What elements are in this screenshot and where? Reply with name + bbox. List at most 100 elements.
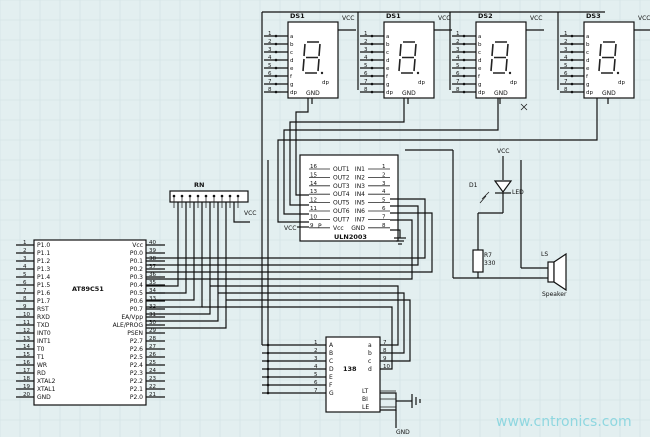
display-pin-number: 5: [564, 63, 568, 69]
decoder-input-label: F: [329, 382, 333, 389]
decoder-body: [325, 336, 381, 413]
display-dp-label: dp: [418, 80, 425, 86]
decoder-pin-number: 5: [314, 372, 318, 378]
mcu-pin-label: P2.6: [130, 346, 143, 353]
display-pin-label: a: [586, 34, 589, 40]
driver-pin-number: 15: [310, 172, 317, 178]
led-circuit: VCC D1 LED R7 330 LS Speaker: [405, 148, 567, 298]
driver-pin-number: 6: [382, 206, 386, 212]
display-pin-label: d: [290, 58, 294, 64]
driver-pin-label: OUT6: [333, 208, 350, 215]
display-pin-dot: [462, 42, 466, 46]
mcu-pin-number: 14: [23, 344, 30, 350]
led-vcc-label: VCC: [497, 148, 509, 155]
display-pin-label: c: [586, 50, 589, 56]
display-pin-number: 6: [456, 71, 460, 77]
led-label: LED: [512, 189, 524, 196]
driver-pin-label: IN1: [355, 166, 365, 173]
resistor-network-body: [169, 190, 249, 203]
display-pin-dot: [570, 42, 574, 46]
display-label: DS3: [586, 12, 601, 20]
led-ref: D1: [469, 182, 478, 189]
mcu-pin-label: P2.7: [130, 338, 143, 345]
mcu-pin-number: 9: [23, 304, 27, 310]
mcu-pin-label: RST: [37, 306, 49, 313]
display-pin-dot: [570, 74, 574, 78]
driver-pin-label: Vcc: [333, 225, 344, 232]
mcu-pin-number: 37: [149, 264, 156, 270]
display-gnd-label: GND: [494, 90, 508, 97]
mcu-pin-label: P1.7: [37, 298, 50, 305]
mcu-pin-number: 2: [23, 248, 27, 254]
mcu-pin-label: Vcc: [132, 242, 143, 249]
display-gnd-label: GND: [402, 90, 416, 97]
display-pin-label: f: [290, 74, 293, 80]
display-vcc-label: VCC: [530, 15, 542, 22]
display-dp-label: dp: [322, 80, 329, 86]
decoder-output-label: b: [368, 350, 372, 357]
decoder-gnd-label: GND: [396, 429, 410, 436]
display-pin-number: 2: [564, 39, 568, 45]
display-pin-dot: [274, 74, 278, 78]
seven-segment-icon: [490, 41, 509, 74]
seven-segment-icon: [398, 41, 417, 74]
display-gnd-label: GND: [306, 90, 320, 97]
display-pin-label: a: [290, 34, 293, 40]
mcu-pin-label: GND: [37, 394, 51, 401]
driver-pin-number: 1: [382, 164, 386, 170]
display-pin-number: 1: [564, 31, 568, 37]
display-pin-label: e: [586, 66, 590, 72]
display-vcc-label: VCC: [342, 15, 354, 22]
driver-pin-number: 16: [310, 164, 317, 170]
display-pin-label: g: [386, 82, 390, 88]
driver-pin-label: IN4: [355, 191, 365, 198]
decoder-pin-number: 9: [383, 356, 387, 362]
resistor-network: RN VCC: [169, 181, 256, 217]
mcu-pin-number: 28: [149, 336, 156, 342]
display-pin-number: 5: [268, 63, 272, 69]
display-pin-label: e: [290, 66, 294, 72]
mcu-pin-label: INT0: [37, 330, 51, 337]
driver-pin-number: 4: [382, 189, 386, 195]
mcu-pin-label: P0.5: [130, 290, 143, 297]
decoder-output-label: a: [368, 342, 372, 349]
mcu-pin-number: 20: [23, 392, 30, 398]
display-pin-number: 6: [268, 71, 272, 77]
mcu-pin-label: RD: [37, 370, 46, 377]
display-pin-label: e: [386, 66, 390, 72]
watermark: www.cntronics.com: [496, 414, 632, 430]
driver-pin-number: 8: [382, 223, 386, 229]
mcu-pin-number: 3: [23, 256, 27, 262]
display-pin-label: e: [478, 66, 482, 72]
display-pin-dot: [274, 66, 278, 70]
unconnected-mark-icon: [520, 103, 528, 111]
mcu-pin-number: 11: [23, 320, 30, 326]
driver-pin-number: 9: [310, 223, 314, 229]
resistor-r7: [472, 249, 484, 273]
mcu-pin-number: 22: [149, 384, 156, 390]
driver-pin-number: 2: [382, 172, 386, 178]
display-pin-number: 7: [456, 79, 460, 85]
driver-pin-label: OUT2: [333, 174, 350, 181]
decoder-pin-number: 4: [314, 364, 318, 370]
display-pin-dot: [570, 58, 574, 62]
resistor-network-dot: [172, 194, 176, 198]
display-pin-label: dp: [478, 90, 485, 96]
display-vcc-label: VCC: [438, 15, 450, 22]
display-pin-dot: [274, 90, 278, 94]
driver-pin-label: OUT4: [333, 191, 350, 198]
display-pin-number: 7: [364, 79, 368, 85]
display-pin-dot: [370, 82, 374, 86]
mcu-pin-number: 1: [23, 240, 27, 246]
display-pin-label: d: [386, 58, 390, 64]
decoder-ctrl-label: BI: [362, 396, 368, 403]
led-emission-icon: [479, 191, 490, 204]
display-pin-label: c: [478, 50, 481, 56]
mcu-pin-label: P0.1: [130, 258, 143, 265]
